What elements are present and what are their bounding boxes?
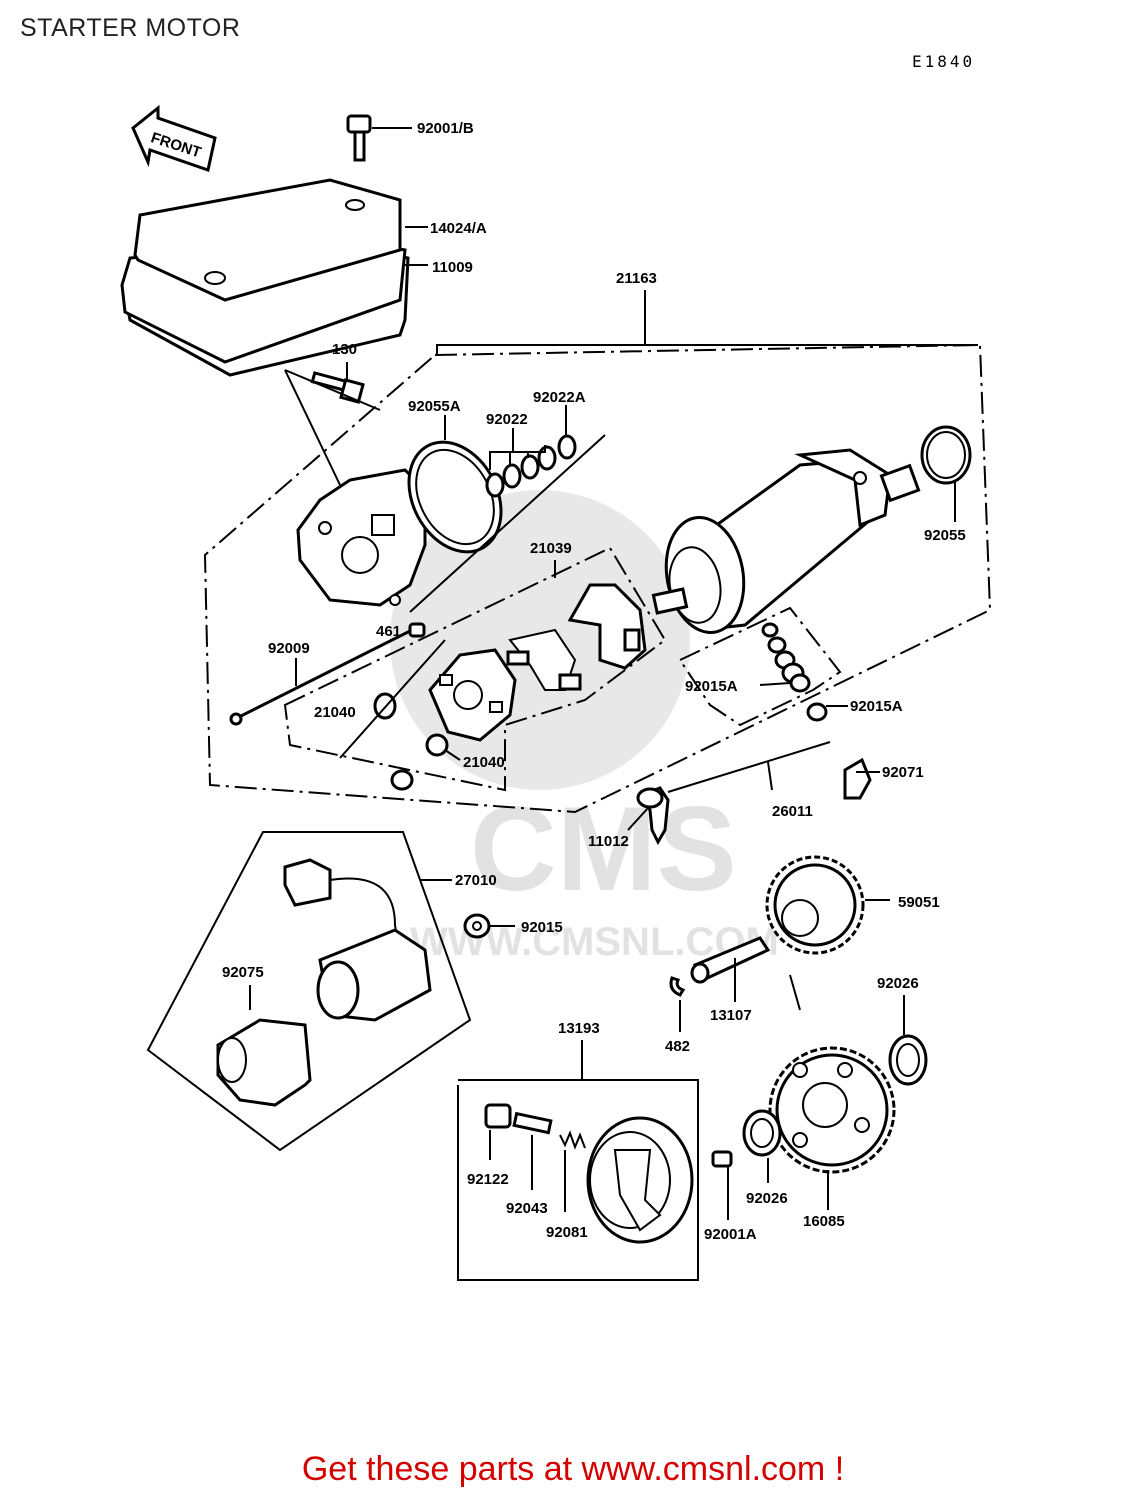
page-title: STARTER MOTOR <box>20 14 241 42</box>
bolt-92001-b <box>346 114 412 162</box>
callout-92001-b: 92001/B <box>417 120 474 137</box>
diagram-code: E1840 <box>912 52 976 71</box>
callout-92015: 92015 <box>521 919 563 936</box>
callout-92043: 92043 <box>506 1200 548 1217</box>
exploded-parts-diagram: CMS WWW.CMSNL.COM FRONT <box>120 104 992 1281</box>
starter-motor-body <box>651 448 921 634</box>
callout-92001a: 92001A <box>704 1226 757 1243</box>
washers-92022 <box>409 405 606 613</box>
end-cover <box>296 468 427 607</box>
cover-and-gasket <box>120 178 428 377</box>
o-ring-92055a <box>407 415 503 554</box>
callout-92026-lower: 92026 <box>746 1190 788 1207</box>
callout-27010: 27010 <box>455 872 497 889</box>
callout-21040-left: 21040 <box>314 704 356 721</box>
callout-92022: 92022 <box>486 411 528 428</box>
gear-59051 <box>765 855 890 1011</box>
bolt-130 <box>284 362 381 486</box>
shaft-13107 <box>669 936 771 1032</box>
callout-14024-a: 14024/A <box>430 220 487 237</box>
callout-461: 461 <box>376 623 401 640</box>
callout-16085: 16085 <box>803 1213 845 1230</box>
callout-92015a-left: 92015A <box>685 678 738 695</box>
footer-link-text[interactable]: Get these parts at www.cmsnl.com ! <box>301 1450 845 1488</box>
assembly-boundary-21163 <box>203 343 992 814</box>
watermark-logo: CMS <box>470 782 737 916</box>
callout-92015a-right: 92015A <box>850 698 903 715</box>
callout-92071: 92071 <box>882 764 924 781</box>
lead-wire-26011 <box>627 741 880 846</box>
callout-482: 482 <box>665 1038 690 1055</box>
callout-92122: 92122 <box>467 1171 509 1188</box>
brush-holder-21039 <box>283 546 667 792</box>
callout-92022a: 92022A <box>533 389 586 406</box>
callout-92055: 92055 <box>924 527 966 544</box>
nut-92015 <box>463 913 515 939</box>
nuts-92015a <box>678 606 848 727</box>
callout-21163: 21163 <box>616 270 657 287</box>
relay-assembly-27010 <box>146 831 472 1152</box>
callout-59051: 59051 <box>898 894 940 911</box>
through-bolt-92009 <box>229 622 426 726</box>
callout-11012: 11012 <box>588 833 629 850</box>
callout-13107: 13107 <box>710 1007 752 1024</box>
callout-92009: 92009 <box>268 640 310 657</box>
callout-26011: 26011 <box>772 803 813 820</box>
callout-92075: 92075 <box>222 964 264 981</box>
callout-130: 130 <box>332 341 357 358</box>
callout-21039: 21039 <box>530 540 572 557</box>
o-ring-92055 <box>920 425 972 522</box>
brush-plate-21040 <box>339 639 517 791</box>
washer-92026-lower <box>742 1109 782 1183</box>
callout-92026-upper: 92026 <box>877 975 919 992</box>
callout-92081: 92081 <box>546 1224 588 1241</box>
clutch-assembly-13193 <box>457 1040 733 1281</box>
front-arrow-icon: FRONT <box>131 104 217 172</box>
callout-11009: 11009 <box>432 259 473 276</box>
callout-92055a: 92055A <box>408 398 461 415</box>
callout-13193: 13193 <box>558 1020 600 1037</box>
washer-92026-upper <box>888 995 928 1086</box>
callout-21040-right: 21040 <box>463 754 505 771</box>
sprocket-16085 <box>768 1046 896 1210</box>
callout-labels: 92001/B 14024/A 11009 21163 130 92055A 9… <box>222 120 966 1243</box>
